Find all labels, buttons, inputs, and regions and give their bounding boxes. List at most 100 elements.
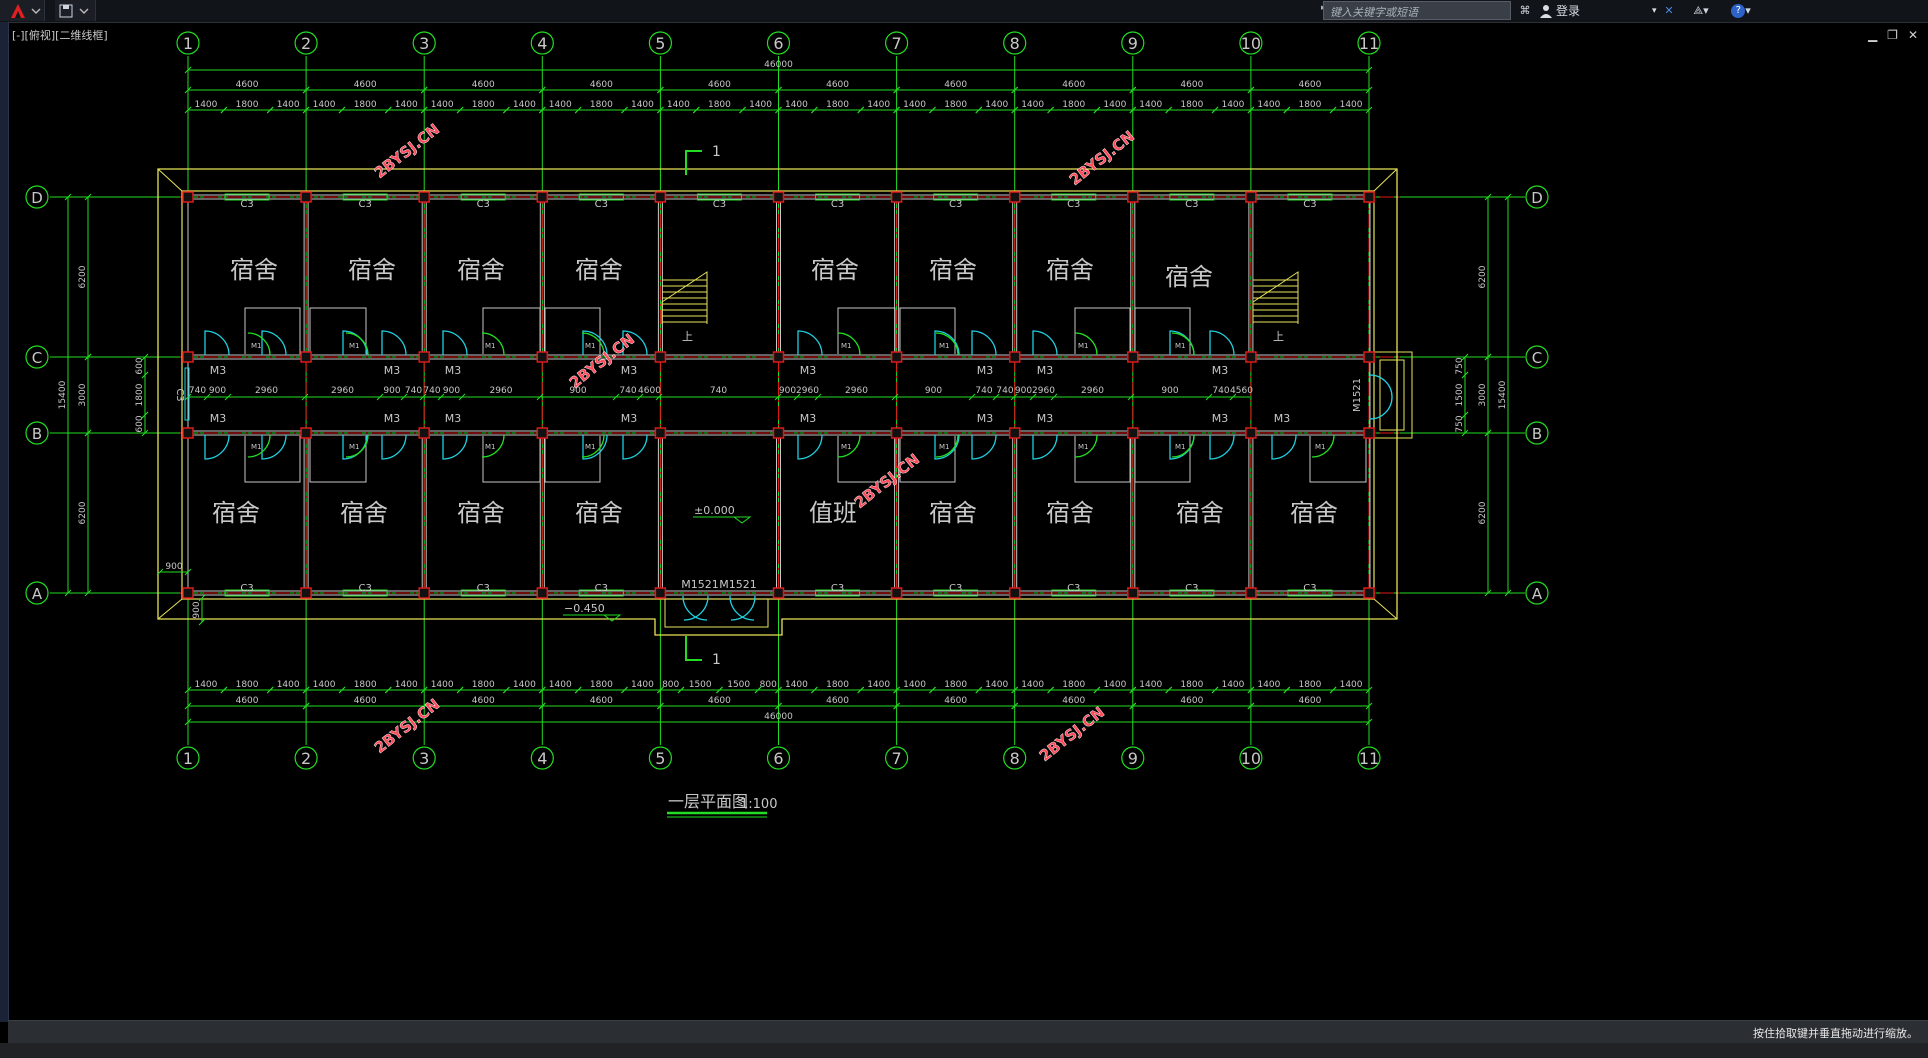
bath-door-label: M1 (1175, 443, 1186, 451)
axis-number: 6 (773, 749, 783, 768)
dim-tick (775, 86, 782, 94)
axis-letter: B (32, 425, 42, 443)
drawing-scale: 1:100 (740, 797, 777, 812)
close-icon[interactable]: ✕ (1907, 28, 1918, 42)
dim-text: 1400 (1139, 100, 1162, 110)
dim-text: 1400 (194, 680, 217, 690)
dim-tick (220, 106, 228, 114)
application-menu-button[interactable] (0, 0, 45, 21)
dim-tick (503, 686, 510, 694)
axis-number: 1 (183, 749, 193, 768)
dim-text: 1400 (395, 680, 418, 690)
dim-text: 1800 (708, 100, 731, 110)
dim-tick (266, 106, 274, 114)
dim-tick (84, 193, 92, 201)
window-label: C3 (595, 583, 608, 594)
window-label: C3 (174, 388, 185, 401)
dim-tick (198, 594, 206, 602)
quick-access-toolbar[interactable] (55, 0, 96, 21)
axis-lines (50, 56, 1525, 745)
left-dock-strip (0, 22, 9, 1022)
bath-door (1171, 434, 1195, 458)
bath-door-label: M1 (939, 342, 950, 350)
dim-text: 4600 (472, 80, 495, 90)
door-label: M1521 (719, 578, 757, 591)
dim-text: 2960 (331, 386, 354, 396)
dim-tick (141, 429, 149, 437)
dim-tick (302, 702, 310, 710)
dim-tick (302, 106, 310, 114)
dim-tick (203, 393, 211, 401)
user-icon (1540, 4, 1552, 18)
window (578, 589, 624, 597)
column (418, 351, 430, 363)
exchange-icon[interactable]: ✕ (1664, 4, 1674, 17)
axis-number: 6 (773, 34, 783, 53)
column (1363, 191, 1375, 203)
room-label: 宿舍 (1176, 499, 1224, 527)
axis-number: 11 (1359, 34, 1379, 53)
window-controls[interactable]: ▁ ❐ ✕ (1868, 28, 1918, 42)
column (536, 351, 549, 363)
dim-tick (1461, 411, 1469, 419)
chevron-down-icon: ▾ (1652, 5, 1657, 16)
bathroom (899, 436, 956, 483)
elevation-symbol (563, 614, 622, 622)
axis-bubble (1525, 185, 1549, 209)
bath-door-label: M1 (485, 443, 496, 451)
window-label: C3 (1185, 199, 1198, 210)
dim-text: 1800 (354, 100, 377, 110)
column (1008, 191, 1021, 203)
column (300, 351, 312, 363)
section-mark (685, 150, 702, 175)
bath-door (1074, 434, 1098, 458)
help-icon[interactable]: ?▾ (1728, 0, 1754, 21)
bathroom (1134, 307, 1191, 354)
restore-icon[interactable]: ❐ (1887, 28, 1898, 42)
dim-tick (338, 686, 346, 694)
dim-text: 1400 (1257, 680, 1280, 690)
dim-tick (1283, 686, 1291, 694)
dim-text: 6200 (78, 501, 88, 524)
dim-text: 740 (619, 386, 636, 396)
dim-tick (739, 106, 746, 114)
dim-text: 1400 (667, 100, 690, 110)
dim-text: 2960 (1081, 386, 1104, 396)
bathroom (309, 307, 367, 354)
dim-tick (811, 686, 818, 694)
dim-tick (1329, 686, 1337, 694)
door-swing (381, 330, 407, 356)
bathroom (482, 436, 541, 483)
watermark: 2BYSJ.CN (371, 695, 443, 757)
dim-tick (1129, 686, 1137, 694)
axis-bubble (25, 581, 49, 605)
minimize-icon[interactable]: ▁ (1867, 28, 1878, 42)
dim-text: 740 (975, 386, 992, 396)
window (933, 193, 979, 201)
column (1127, 191, 1139, 203)
dim-tick (184, 718, 192, 726)
window-label: C3 (949, 583, 962, 594)
stair-outline (661, 271, 708, 324)
axis-bubble (1239, 31, 1263, 55)
binoculars-icon[interactable]: ⌘ (1519, 4, 1531, 17)
door-label: M3 (1212, 412, 1229, 425)
dim-text: 1400 (549, 680, 572, 690)
axis-bubble (412, 31, 436, 55)
dim-text: 3000 (78, 383, 88, 406)
column (182, 587, 194, 599)
columns (182, 191, 1375, 599)
door-swing (797, 330, 823, 356)
dim-text: 4600 (826, 80, 849, 90)
dim-text: 1800 (1062, 100, 1085, 110)
room-label: 宿舍 (340, 499, 388, 527)
sign-in-button[interactable]: 登录 ▾ (1540, 0, 1657, 21)
a360-icon[interactable]: ⟁▾ (1693, 3, 1709, 17)
viewport-controls[interactable]: [-][俯视][二维线框] (12, 29, 108, 42)
search-input[interactable]: 键入关键字或短语 (1323, 1, 1511, 20)
window (342, 589, 388, 597)
axis-bubble (1357, 31, 1381, 55)
window-label: C3 (595, 199, 608, 210)
